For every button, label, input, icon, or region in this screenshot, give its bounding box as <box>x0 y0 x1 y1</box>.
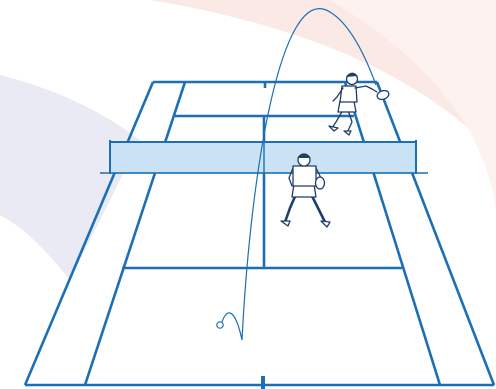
tennis-ball-icon <box>217 322 223 328</box>
background-swoosh-blue <box>0 75 140 280</box>
right-singles-sideline <box>345 82 440 385</box>
net-mesh <box>110 142 416 173</box>
net <box>100 140 428 174</box>
